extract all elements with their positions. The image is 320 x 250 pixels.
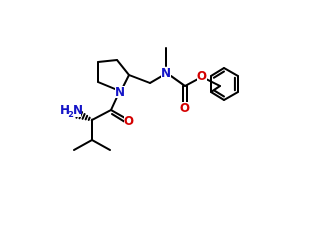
knock-amine <box>59 103 81 117</box>
amine-h-count-label: 2 <box>68 110 74 119</box>
bond-carbonyl-ester-o <box>184 78 199 87</box>
phenyl-double-2 <box>212 89 225 98</box>
knock-carbonyl-o <box>180 102 190 114</box>
carbonyl-oxygen-label: O <box>180 101 190 115</box>
bond-n1-amide-c <box>110 96 118 111</box>
ring-nitrogen-label: N <box>115 85 125 99</box>
amine-h-label: H <box>60 103 70 117</box>
bond-amide-co-1 <box>110 109 126 119</box>
phenyl-bond-1 <box>210 67 225 77</box>
knock-amide-o <box>124 115 134 127</box>
carbamate-nitrogen-label: N <box>161 66 171 80</box>
amine-n-label: N <box>73 103 83 117</box>
knock-ring-n <box>115 86 125 98</box>
phenyl-bond-5 <box>210 91 225 101</box>
phenyl-double-0 <box>212 70 225 79</box>
bond-ch2-phenyl <box>210 85 221 93</box>
ester-oxygen-label: O <box>197 69 207 83</box>
hash-calpha-nh2-3 <box>81 113 86 120</box>
phenyl-bond-2 <box>223 67 239 77</box>
bond-cbeta-me1 <box>73 139 93 151</box>
ring-bond-c4-c3 <box>97 59 118 63</box>
ring-bond-n1-c5 <box>97 81 116 90</box>
bond-amide-co-2 <box>111 113 126 123</box>
hash-calpha-nh2-2 <box>84 114 89 121</box>
phenyl-bond-4 <box>223 91 239 101</box>
knock-ester-o <box>197 70 207 82</box>
amide-oxygen-label: O <box>124 114 134 128</box>
bond-amide-calpha <box>91 109 112 121</box>
bond-o-ch2 <box>205 78 221 87</box>
bond-c2-ch2 <box>128 74 151 84</box>
ring-bond-c3-c2 <box>116 59 130 76</box>
bond-ch2-n2 <box>149 75 163 84</box>
bond-n2-carbonyl <box>170 75 186 87</box>
ring-bond-c2-n1 <box>122 74 130 88</box>
bond-cbeta-me2 <box>91 139 111 151</box>
hash-calpha-nh2-1 <box>87 116 91 121</box>
knock-carbamate-n <box>161 67 171 79</box>
